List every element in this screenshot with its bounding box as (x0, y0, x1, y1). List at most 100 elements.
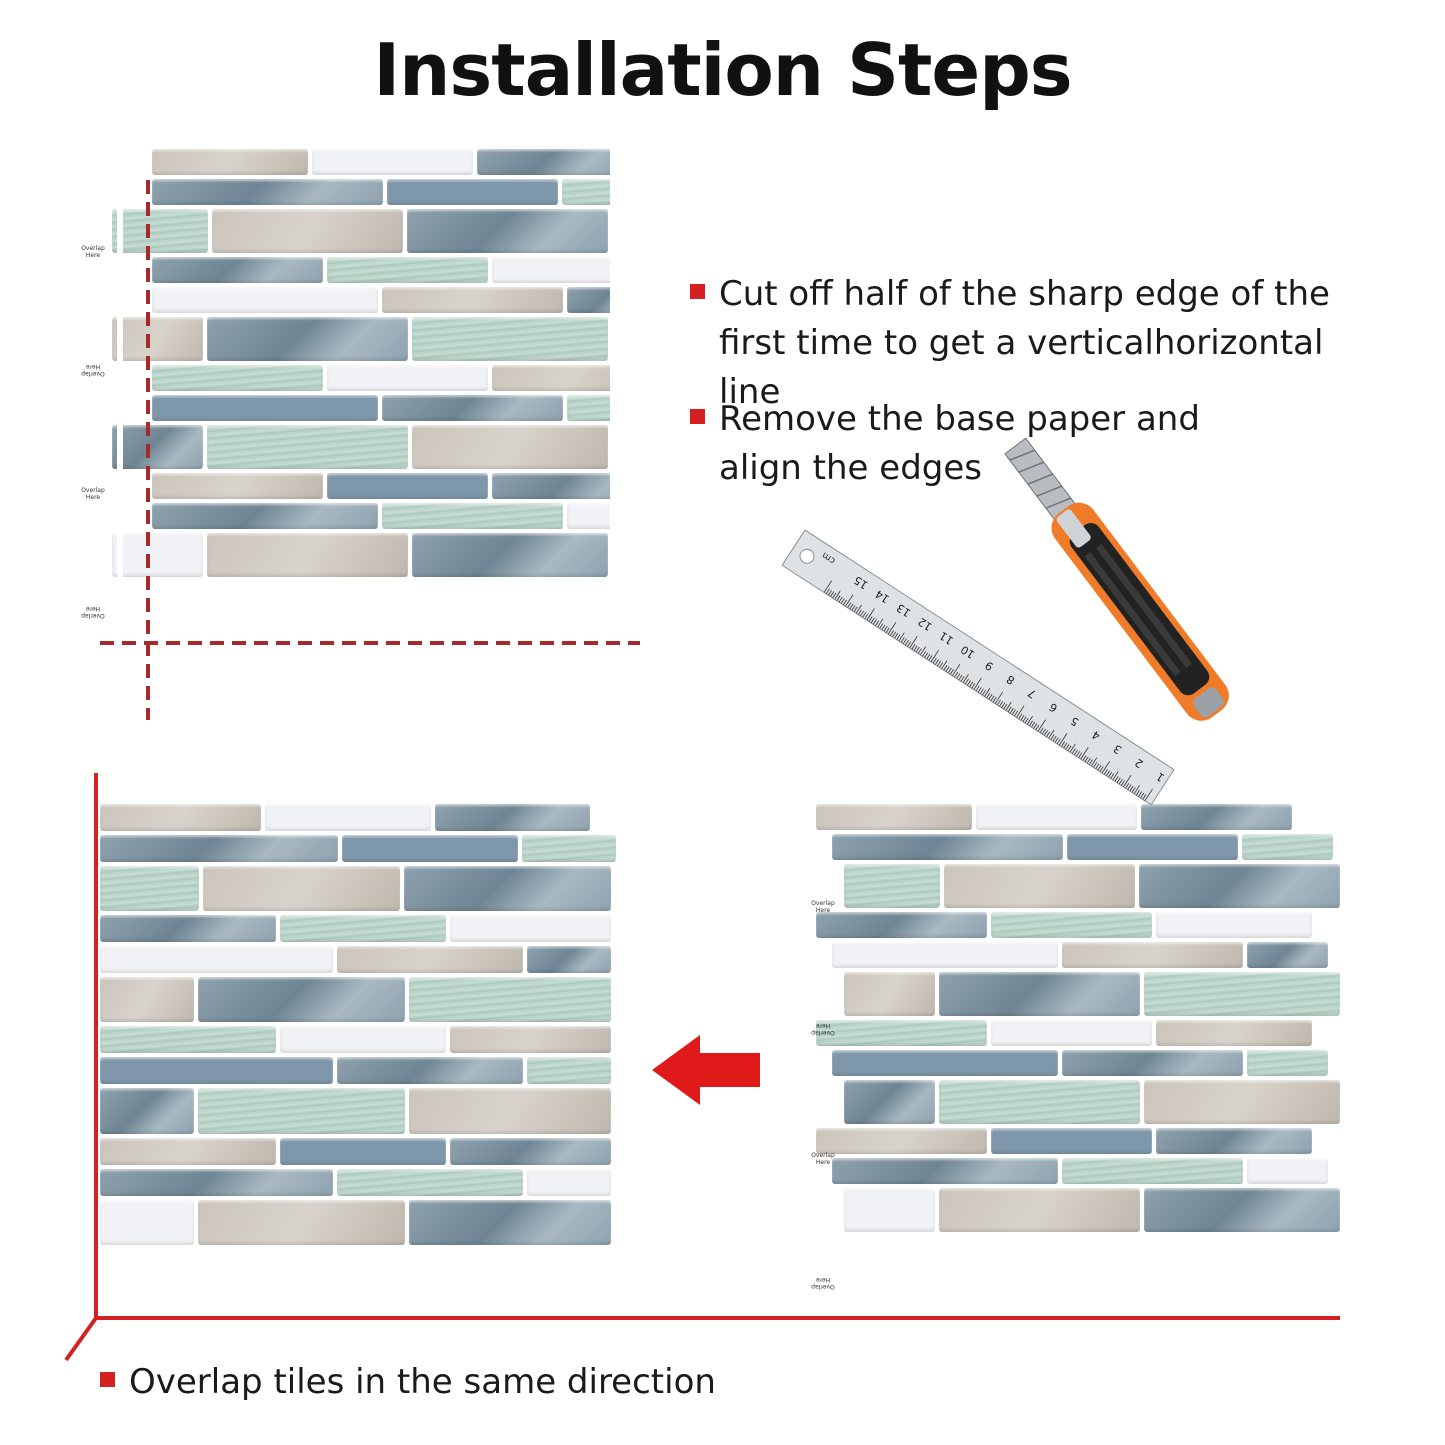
tile (939, 972, 1140, 1016)
tile (492, 365, 610, 391)
ruler-tick (868, 616, 873, 622)
tile (816, 804, 972, 830)
tile (409, 977, 611, 1023)
ruler-tick (1076, 751, 1081, 757)
step-1-text: Cut off half of the sharp edge of the fi… (719, 274, 1330, 412)
tile (342, 834, 519, 862)
ruler-tick (904, 639, 909, 646)
ruler-tick (830, 591, 835, 597)
ruler-tick (842, 599, 847, 606)
ruler-tick (1110, 773, 1115, 779)
ruler-tick (926, 653, 931, 660)
ruler-tick (996, 699, 1001, 706)
ruler-tick (971, 683, 976, 689)
tile (1247, 942, 1328, 968)
ruler-tick (1022, 716, 1027, 722)
ruler-tick (958, 674, 963, 681)
tile (492, 473, 610, 499)
tile (197, 1199, 405, 1245)
ruler-tick (949, 669, 954, 675)
ruler-number: 10 (958, 643, 977, 662)
ruler-tick (855, 604, 862, 614)
tile (991, 912, 1152, 938)
tile (312, 149, 473, 175)
ruler-tick (836, 595, 841, 602)
ruler-tick (1018, 713, 1023, 720)
tile (407, 209, 608, 253)
ruler-tick (1114, 776, 1119, 782)
ruler-tick (1138, 791, 1143, 797)
ruler-tick (1009, 708, 1014, 714)
step-1: Cut off half of the sharp edge of the fi… (690, 270, 1390, 417)
ruler-tick (962, 674, 969, 683)
tile (567, 287, 610, 313)
tile (100, 1199, 194, 1245)
tile (991, 1020, 1152, 1046)
tile (100, 804, 261, 831)
tile (477, 149, 610, 175)
ruler-number: 12 (916, 615, 935, 634)
tile (567, 503, 610, 529)
ruler-tick (928, 655, 933, 661)
tile (816, 1020, 987, 1046)
ruler-tick (1037, 719, 1046, 732)
tile (382, 395, 563, 421)
ruler-tick (1127, 784, 1132, 790)
ruler-number: 14 (873, 587, 892, 606)
ruler-tick (879, 623, 884, 629)
ruler-tick (1112, 771, 1119, 781)
tile (152, 365, 323, 391)
overlap-label: Overlap Here (81, 487, 105, 501)
tile (409, 1088, 611, 1134)
tile (212, 209, 403, 253)
ruler-tick (922, 651, 927, 657)
tile (1139, 864, 1340, 908)
tile (336, 1057, 524, 1085)
ruler-tick (1048, 729, 1055, 739)
ruler-tick (834, 590, 841, 600)
tile (412, 425, 608, 469)
ruler-tick (838, 596, 843, 603)
ruler-tick (1118, 778, 1123, 785)
ruler-tick (1133, 785, 1140, 795)
ruler-tick (875, 620, 879, 627)
tile (203, 865, 400, 912)
tile (1062, 942, 1243, 968)
ruler-tick (954, 671, 959, 678)
ruler-tick (1080, 747, 1089, 760)
ruler-tick (1095, 763, 1100, 770)
tile (100, 1026, 277, 1054)
ruler-tick (823, 580, 833, 593)
tile (844, 864, 940, 908)
tile (1144, 972, 1340, 1016)
tile (152, 395, 378, 421)
ruler-tick (913, 645, 918, 652)
ruler-tick (1131, 787, 1136, 793)
tile (327, 257, 488, 283)
tile (100, 915, 277, 943)
ruler-tick (872, 619, 877, 625)
ruler-tick (1106, 770, 1110, 776)
ruler-number: 15 (852, 573, 871, 592)
ruler-tick (1073, 749, 1078, 756)
ruler-tick (1125, 783, 1130, 789)
step-3: Overlap tiles in the same direction (100, 1358, 900, 1407)
tile (1067, 834, 1238, 860)
ruler-tick (890, 630, 894, 636)
ruler-tick (992, 696, 997, 703)
ruler-tick (825, 588, 830, 595)
tile (280, 1137, 447, 1165)
tile (280, 915, 447, 943)
ruler-tick (866, 608, 875, 621)
tile (152, 179, 383, 205)
tile (100, 1137, 277, 1165)
ruler-tick (930, 649, 939, 663)
tile (1247, 1050, 1328, 1076)
tile (844, 972, 935, 1016)
ruler-tick (941, 660, 948, 670)
ruler-tick (990, 695, 995, 702)
tile (100, 946, 333, 974)
tile (197, 977, 405, 1023)
ruler-tick (1026, 715, 1034, 725)
